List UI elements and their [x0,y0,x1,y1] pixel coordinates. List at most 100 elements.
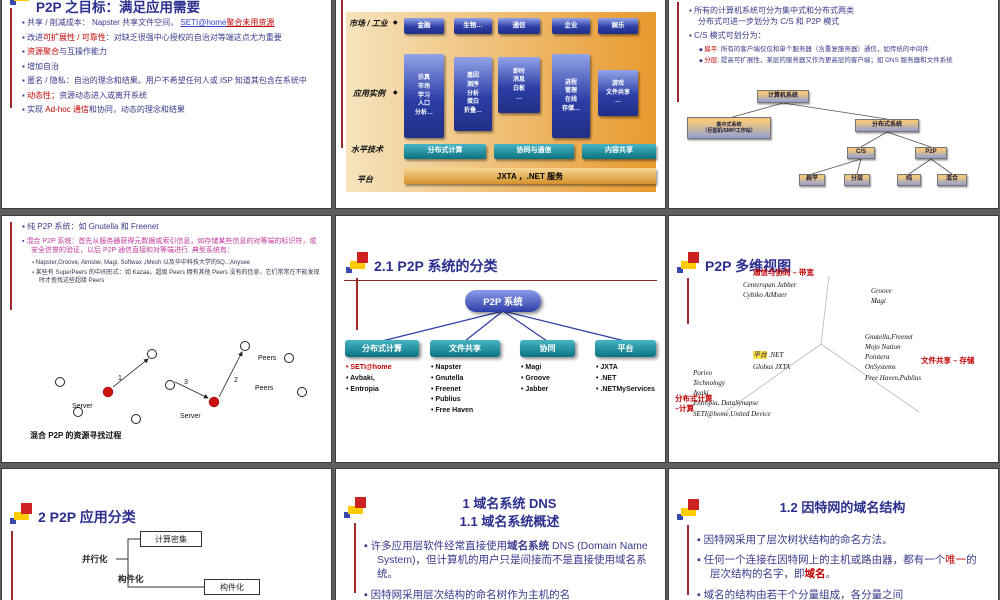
server-node [102,386,114,398]
sub-bullet-item: 扁平: 所有的客户端仅仅和单个服务器（含重复服务器）通信，如传统的中间件 [699,46,989,55]
bullet-item: 动态性；资源动态进入或离开系统 [22,91,322,102]
category-file-sharing: 文件共享 [430,340,500,357]
axis-label-computing: 分布式计算 –计算 [675,394,713,413]
template-accent-line [11,531,13,600]
tech-box-distributed-computing: 分布式计算 [404,144,486,159]
server-label: Server [180,413,201,420]
slide-title: P2P 多维视图 [705,258,792,274]
template-accent-line [10,8,12,108]
slide-thumbnail-3[interactable]: 所有的计算机系统可分为集中式和分布式两类 分布式可进一步划分为 C/S 和 P2… [669,0,998,208]
axis-label-file-sharing: 文件共享 – 存储 [921,356,975,365]
template-accent-line [677,2,679,102]
slide-thumbnail-9[interactable]: 1.2 因特网的域名结构 因特网采用了层次树状结构的命名方法。 任何一个连接在因… [669,469,998,600]
node-componentized-label: 构件化 [118,574,144,584]
bullet-list: 纯 P2P 系统：如 Gnutella 和 Freenet 混合 P2P 系统：… [22,222,322,287]
slide-thumbnail-2[interactable]: 市场 / 工业 应用实例 水平技术 平台 金融 生物… 通信 企业 娱乐 仿真 … [336,0,665,208]
peers-label: Peers [258,355,277,362]
diamond-icon [393,19,398,26]
category-platform: 平台 [595,340,656,357]
template-ornament-icon [10,503,34,527]
step-number: 1 [118,375,122,382]
platform-products-line1: 平台 .NET [753,351,784,359]
slide-title: P2P 之目标：满足应用需要 [36,0,201,15]
bullet-list: 所有的计算机系统可分为集中式和分布式两类 分布式可进一步划分为 C/S 和 P2… [689,6,989,69]
bullet-item: 因特网采用了层次树状结构的命名方法。 [697,533,985,547]
bullet-list: 因特网采用了层次树状结构的命名方法。 任何一个连接在因特网上的主机或路由器，都有… [697,533,985,600]
sub-bullet-item: 某些有 SuperPeers 的中间形式：如 Kazaa，超级 Peers 拥有… [32,269,322,285]
template-ornament-icon [10,0,34,8]
example-list-computing: SETI@homeAvbaki,Entropia [346,364,392,396]
tree-node-flat: 扁平 [799,174,825,186]
tree-node-pure: 纯 [897,174,921,186]
row-label-technology: 水平技术 [351,145,383,154]
bullet-item: 纯 P2P 系统：如 Gnutella 和 Freenet [22,222,322,233]
bullet-item: 许多应用层软件经常直接使用域名系统 DNS (Domain Name Syste… [364,539,652,582]
classification-tree-lines [381,310,626,342]
server-node [208,396,220,408]
bullet-item: 混合 P2P 系统：首先从服务器获得元数据或索引信息，如存储某些信息的对等端的标… [22,237,322,255]
bullet-item: 域名的结构由若干个分量组成，各分量之间 [697,588,985,600]
slide-thumbnail-1[interactable]: P2P 之目标：满足应用需要 共享 / 削减成本： Napster 共享文件空间… [2,0,331,208]
template-ornament-icon [677,252,701,276]
peer-node [240,341,250,351]
slide-title-line1: 1 域名系统 DNS [462,496,557,511]
bullet-item: 改进可扩展性 / 可靠性：对缺乏很强中心授权的自治对等端这点尤为重要 [22,33,322,44]
hybrid-p2p-resource-discovery-diagram: 1 3 2 Server Server Peers Peers [55,341,307,424]
category-collaboration: 协同 [520,340,575,357]
tree-node-cs: C/S [847,147,875,159]
peers-label: Peers [255,385,274,392]
example-list-platform: JXTA.NET.NETMyServices [596,364,662,396]
tree-node-centralized: 集中式系统 （巨型机/SMP/工作站） [687,117,771,139]
bullet-item: C/S 模式可划分为： [689,31,989,42]
tree-node-hybrid: 混合 [937,174,967,186]
slide-thumbnail-4[interactable]: 纯 P2P 系统：如 Gnutella 和 Freenet 混合 P2P 系统：… [2,216,331,462]
app-box-im: 即时 消息 白板 … [498,57,540,113]
template-ornament-icon [677,499,701,523]
tech-box-content-sharing: 内容共享 [582,144,656,159]
app-box-gene: 基因 测序 分析 蛋白 折叠… [454,57,492,131]
template-accent-line [354,523,356,593]
template-accent-line [687,525,689,595]
bullet-item: 匿名 / 隐私：自治的理念和结果。用户不希望任何人或 ISP 知道其包含在系统中 [22,76,322,87]
tree-node-p2p: P2P [915,147,947,159]
row-label-platform: 平台 [357,175,373,184]
tree-node-computer-systems: 计算机系统 [757,90,809,103]
peer-node [165,380,175,390]
slide-thumbnail-8[interactable]: 1 域名系统 DNS 1.1 域名系统概述 许多应用层软件经常直接使用域名系统 … [336,469,665,600]
industry-box-finance: 金融 [404,18,444,34]
bullet-list: 许多应用层软件经常直接使用域名系统 DNS (Domain Name Syste… [364,539,652,600]
industry-box-telecom: 通信 [498,18,540,34]
system-tree-lines [728,102,953,175]
sub-bullet-item: Napster,Groove, Aimster, Magi, Softwax ,… [32,259,322,267]
category-distributed-computing: 分布式计算 [345,340,419,357]
server-label: Server [72,403,93,410]
slide-title: 2 P2P 应用分类 [38,509,136,525]
node-parallel: 并行化 [82,554,108,564]
title-rule [344,280,657,281]
row-label-applications: 应用实例 [353,89,385,98]
slide-title: 2.1 P2P 系统的分类 [374,258,498,274]
bullet-list: 共享 / 削减成本： Napster 共享文件空间， SETI@home聚合未用… [22,18,322,120]
peer-node [297,387,307,397]
bullet-item: 实现 Ad-hoc 通信和协同，动态的理念和结果 [22,105,322,116]
peer-node [55,377,65,387]
industry-box-entertainment: 娱乐 [598,18,638,34]
peer-node [284,353,294,363]
template-accent-line [356,278,358,330]
slide-thumbnail-5[interactable]: 2.1 P2P 系统的分类 P2P 系统 分布式计算 文件共享 协同 平台 SE… [336,216,665,462]
tree-node-layered: 分层 [844,174,870,186]
bullet-item: 任何一个连接在因特网上的主机或路由器，都有一个唯一的层次结构的名字，即域名。 [697,553,985,581]
step-number: 3 [184,379,188,386]
slide-thumbnail-7[interactable]: 2 P2P 应用分类 计算密集 并行化 构件化 构件化 [2,469,331,600]
template-ornament-icon [344,497,368,521]
sub-bullet-item: 分层: 提高可扩展性，某层的服务器又作为更高层的客户端；如 DNS 服务器和文件… [699,57,989,66]
tree-node-distributed: 分布式系统 [855,119,919,132]
peer-node [147,349,157,359]
node-componentized-box: 构件化 [204,579,260,595]
